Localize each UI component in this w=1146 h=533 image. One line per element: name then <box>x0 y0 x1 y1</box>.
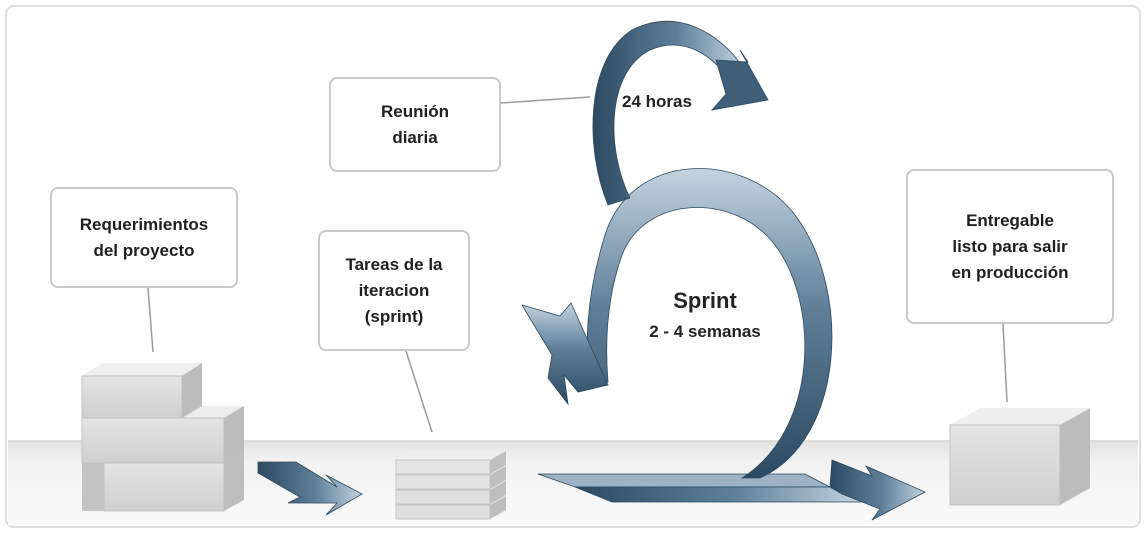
deliverable-box <box>949 408 1090 506</box>
callout-daily-meeting: Reunión diaria <box>329 77 501 172</box>
requirements-box-top <box>81 363 202 419</box>
sprint-duration: 2 - 4 semanas <box>649 322 761 341</box>
daily-meeting-label: Reunión diaria <box>381 101 449 147</box>
iteration-tasks-label: Tareas de la iteracion (sprint) <box>345 254 443 326</box>
callout-connectors <box>147 96 1008 433</box>
connector-deliverable <box>1002 323 1008 403</box>
panel-border <box>5 5 1141 528</box>
task-sheet-4 <box>395 451 506 475</box>
arrow-requirements-to-tasks <box>257 461 363 516</box>
daily-loop-arrowhead <box>710 49 769 111</box>
deliverable-label: Entregable listo para salir en producció… <box>951 210 1069 282</box>
callout-requirements: Requerimientos del proyecto <box>50 187 238 288</box>
sprint-ribbon-base-front <box>574 486 863 503</box>
connector-requirements <box>147 287 154 353</box>
requirements-label: Requerimientos del proyecto <box>79 214 209 260</box>
callout-iteration-tasks: Tareas de la iteracion (sprint) <box>318 230 470 351</box>
callout-deliverable: Entregable listo para salir en producció… <box>906 169 1114 324</box>
hours-label: 24 horas <box>622 92 692 111</box>
sprint-ribbon-base <box>537 473 831 488</box>
connector-daily-meeting <box>500 96 591 104</box>
arrow-sprint-to-deliverable <box>829 459 926 521</box>
sprint-title: Sprint <box>673 288 737 313</box>
connector-iteration-tasks <box>405 350 433 433</box>
requirements-stack <box>81 363 244 512</box>
iteration-tasks-stack <box>395 451 506 520</box>
sprint-loop-arrowhead <box>521 302 609 406</box>
